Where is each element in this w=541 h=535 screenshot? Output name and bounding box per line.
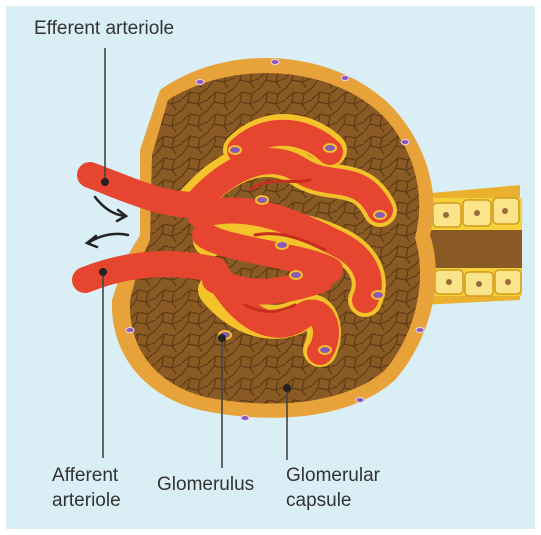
efferent-arteriole-label: Efferent arteriole	[34, 16, 174, 41]
glomerulus-label: Glomerulus	[157, 472, 254, 497]
glomerular-capsule-label: Glomerular capsule	[286, 463, 380, 513]
afferent-arteriole-label: Afferent arteriole	[52, 463, 121, 513]
afferent-label-line-1: Afferent	[52, 463, 121, 488]
afferent-label-line-2: arteriole	[52, 488, 121, 513]
capsule-label-line-1: Glomerular	[286, 463, 380, 488]
capsule-label-line-2: capsule	[286, 488, 380, 513]
